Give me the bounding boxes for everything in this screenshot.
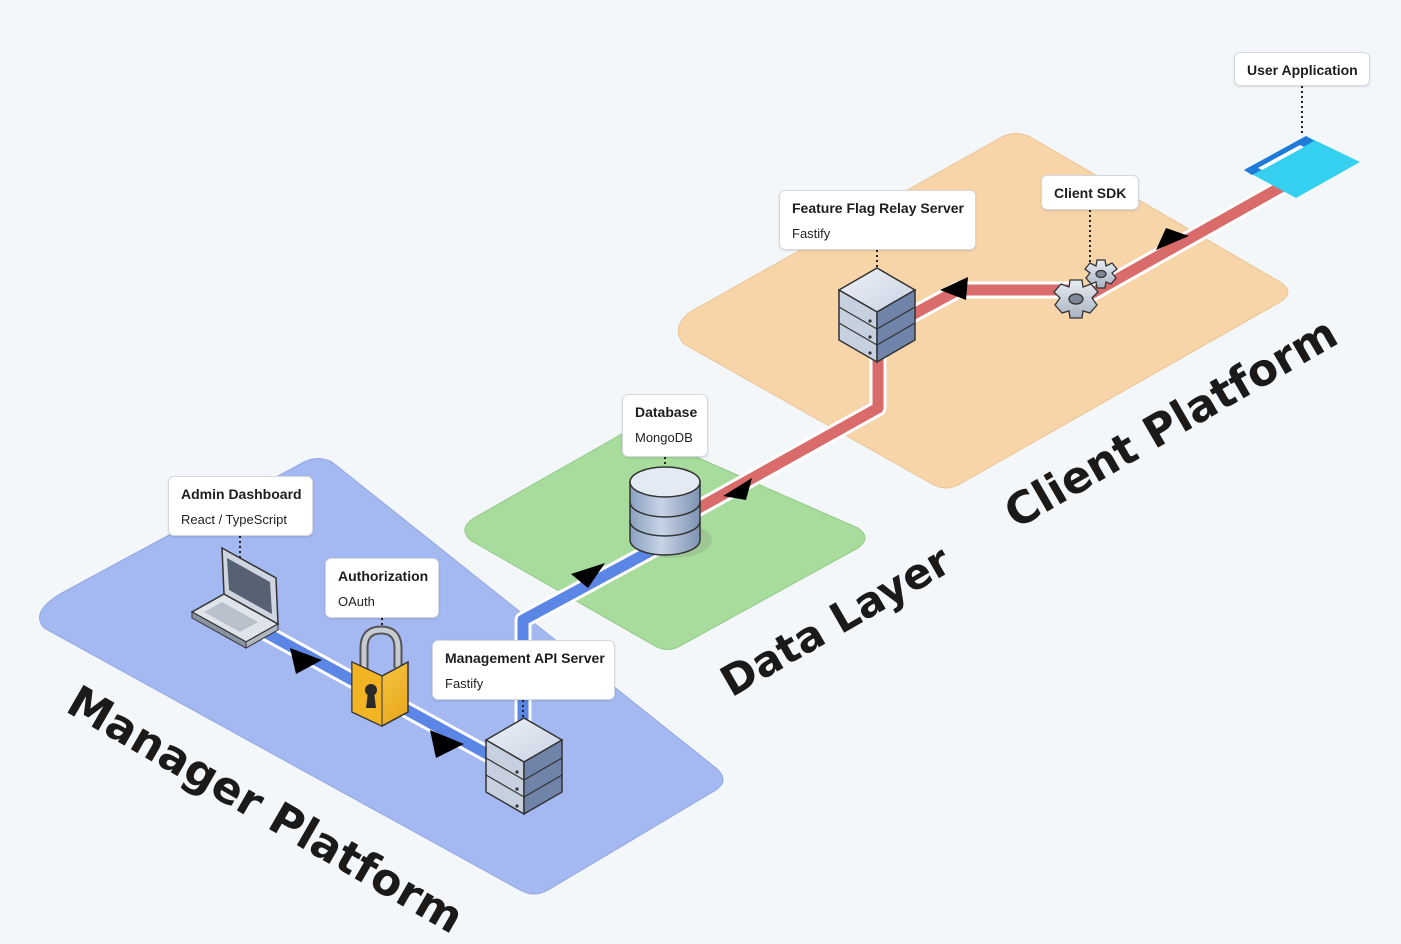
browser-window-icon <box>1244 136 1360 198</box>
callout-title: Admin Dashboard <box>181 486 302 502</box>
callout-subtitle: Fastify <box>792 226 831 241</box>
flow-arrow <box>571 563 605 588</box>
callout-management-api[interactable]: Management API Server Fastify <box>432 640 615 700</box>
padlock-icon <box>351 625 409 727</box>
server-icon <box>484 717 564 816</box>
callout-user-application[interactable]: User Application <box>1234 52 1370 86</box>
laptop-icon <box>190 546 280 649</box>
flow-arrow <box>940 277 968 300</box>
flow-arrow <box>430 730 464 758</box>
callout-authorization[interactable]: Authorization OAuth <box>325 558 439 618</box>
gears-icon <box>1053 259 1118 319</box>
flow-arrow <box>723 478 752 500</box>
callout-subtitle: Fastify <box>445 676 484 691</box>
server-icon <box>837 267 917 364</box>
callout-subtitle: OAuth <box>338 594 375 609</box>
callout-relay-server[interactable]: Feature Flag Relay Server Fastify <box>779 190 976 250</box>
callout-subtitle: MongoDB <box>635 430 693 445</box>
callout-title: Authorization <box>338 568 429 584</box>
database-icon <box>629 466 712 558</box>
callout-title: Client SDK <box>1054 185 1127 201</box>
callout-title: Management API Server <box>445 650 605 666</box>
zone-client-platform <box>677 133 1289 489</box>
callout-title: User Application <box>1247 62 1358 78</box>
callout-title: Feature Flag Relay Server <box>792 200 964 216</box>
callout-subtitle: React / TypeScript <box>181 512 287 527</box>
callout-database[interactable]: Database MongoDB <box>622 394 708 457</box>
callout-admin-dashboard[interactable]: Admin Dashboard React / TypeScript <box>168 476 313 536</box>
callout-title: Database <box>635 404 698 420</box>
flow-arrow <box>290 648 322 674</box>
flow-arrow <box>1156 228 1189 250</box>
callout-client-sdk[interactable]: Client SDK <box>1041 175 1139 210</box>
